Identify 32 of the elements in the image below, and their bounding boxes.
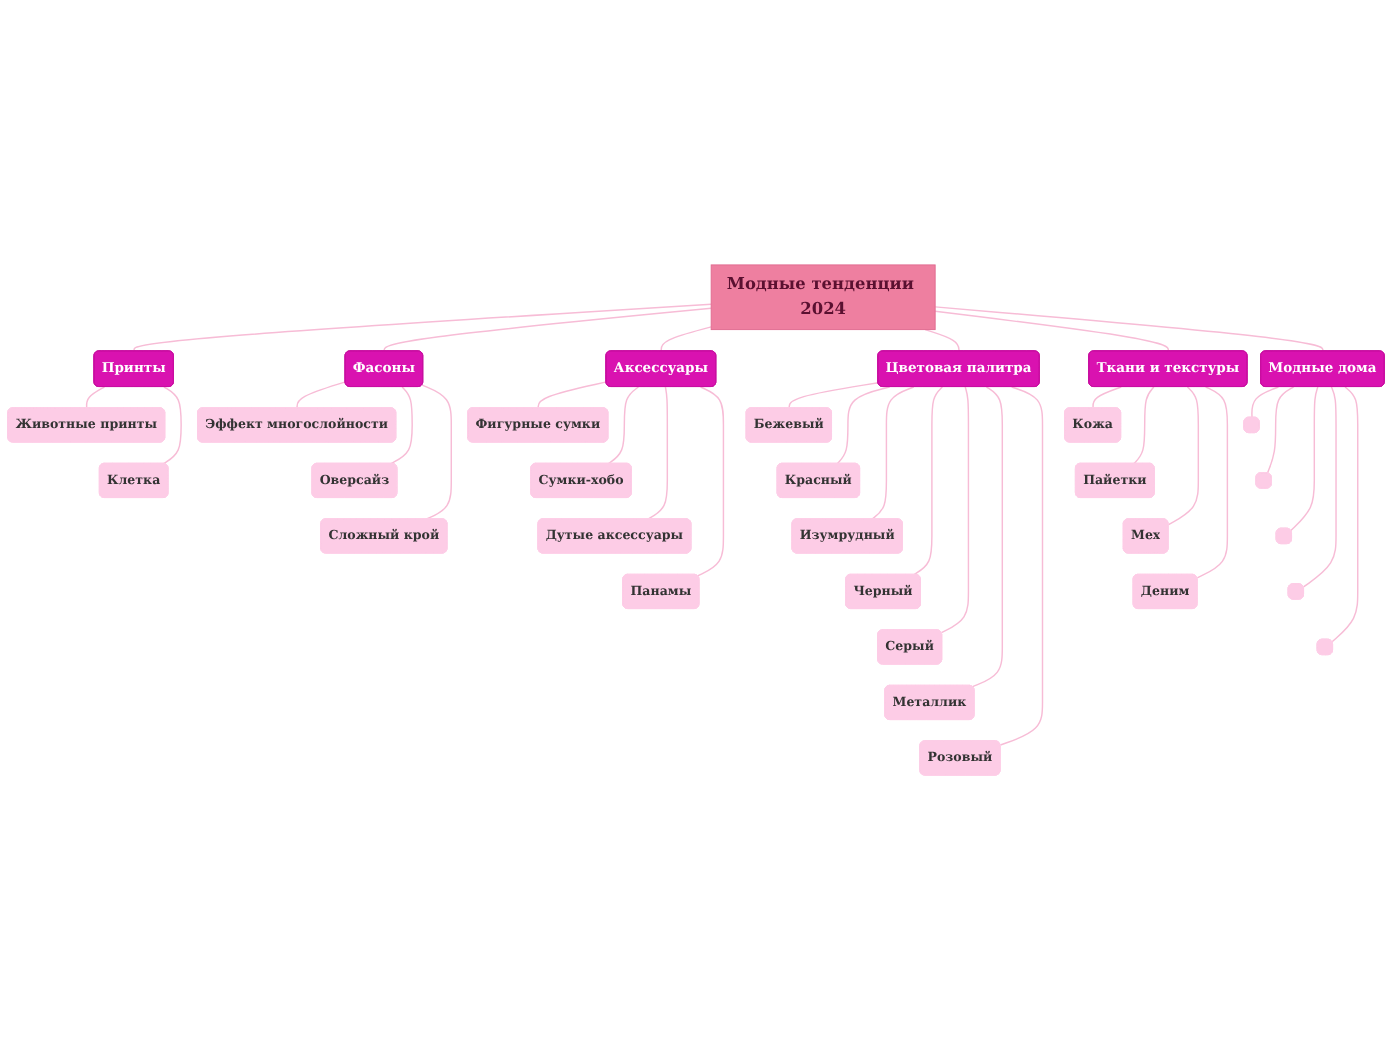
connector	[912, 386, 944, 576]
connector	[1092, 386, 1122, 409]
connector	[788, 382, 879, 409]
connector	[696, 386, 725, 577]
connector	[1302, 386, 1337, 588]
connector	[162, 386, 182, 465]
connector	[1290, 386, 1319, 532]
connector	[1167, 386, 1200, 526]
connector	[537, 381, 608, 409]
connector	[383, 307, 712, 353]
connector	[1331, 386, 1359, 643]
connector	[646, 386, 669, 520]
connector	[85, 386, 106, 409]
connector	[421, 384, 452, 520]
connector	[1196, 386, 1229, 579]
connector	[660, 326, 712, 353]
connector	[836, 386, 891, 465]
connector	[296, 381, 347, 409]
connector	[607, 386, 640, 465]
connector	[934, 310, 1170, 353]
connector	[934, 306, 1324, 353]
connector	[999, 386, 1044, 746]
node-box: Модные тенденции 2024	[710, 264, 936, 331]
connector	[133, 303, 712, 353]
connector	[971, 386, 1004, 688]
connector	[1133, 386, 1155, 465]
connector	[940, 386, 970, 634]
connector	[924, 328, 960, 353]
connector	[871, 386, 915, 520]
connector	[1266, 386, 1295, 474]
connector	[389, 386, 413, 465]
connector	[1251, 386, 1280, 419]
